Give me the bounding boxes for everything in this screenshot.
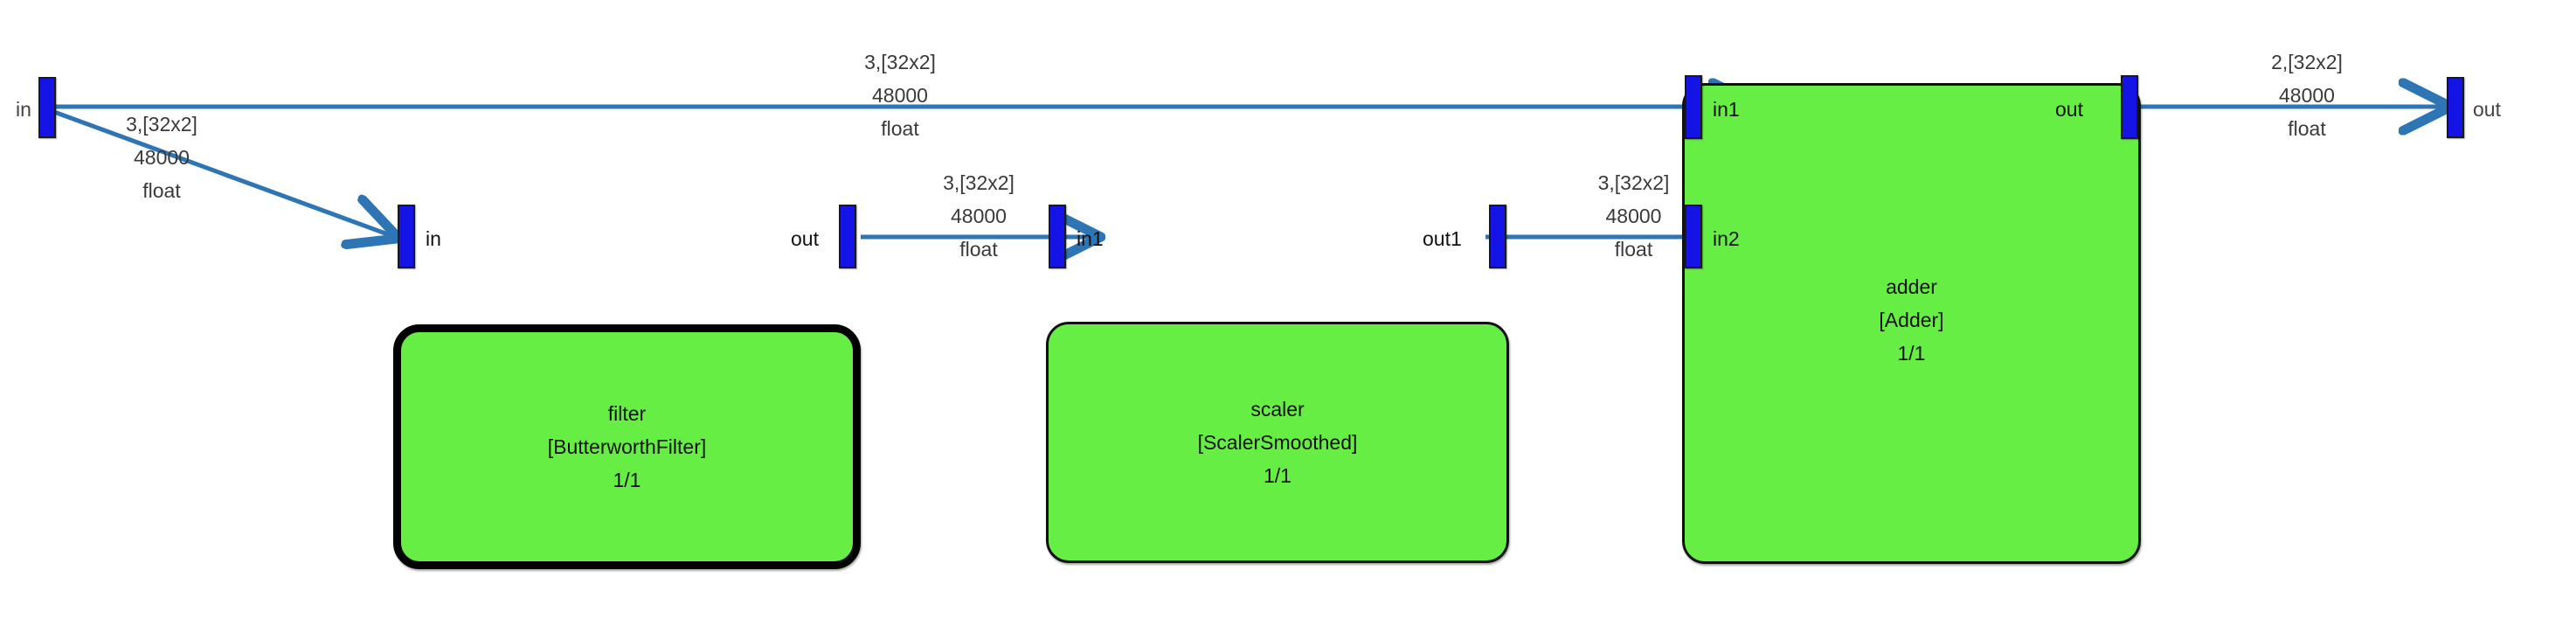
block-filter-rate: 1/1: [613, 469, 641, 491]
block-adder-in1-port[interactable]: [1685, 75, 1702, 139]
block-filter-text: filter [ButterworthFilter] 1/1: [548, 397, 707, 497]
source-port-label: in: [16, 98, 31, 121]
edge-vector: 3,[32x2]: [943, 171, 1014, 194]
block-filter-rect[interactable]: filter [ButterworthFilter] 1/1: [393, 324, 861, 569]
edge-rate: 48000: [872, 84, 928, 107]
block-filter-out-port[interactable]: [839, 205, 856, 268]
block-adder-in2-port[interactable]: [1685, 205, 1702, 268]
edge-rate: 48000: [951, 205, 1007, 227]
block-scaler-out1-label: out1: [1423, 227, 1462, 250]
sink-port-label: out: [2473, 98, 2501, 121]
block-filter-in-port[interactable]: [398, 205, 415, 268]
block-filter-type: [ButterworthFilter]: [547, 435, 707, 458]
block-adder-out-port[interactable]: [2121, 75, 2138, 139]
edge-vector: 3,[32x2]: [126, 113, 197, 136]
source-port-pad[interactable]: [38, 77, 56, 138]
block-adder-rate: 1/1: [1897, 342, 1926, 365]
block-adder-in2-label: in2: [1713, 227, 1740, 250]
block-scaler-text: scaler [ScalerSmoothed] 1/1: [1198, 393, 1358, 492]
block-scaler-name: scaler: [1250, 398, 1305, 421]
block-scaler-rect[interactable]: scaler [ScalerSmoothed] 1/1: [1046, 322, 1509, 563]
edge-dtype: float: [1614, 238, 1653, 261]
edge-vector: 3,[32x2]: [1597, 171, 1670, 194]
edge-vector: 3,[32x2]: [864, 51, 936, 73]
block-adder-name: adder: [1886, 275, 1937, 298]
block-adder-rect[interactable]: adder [Adder] 1/1: [1682, 83, 2141, 564]
edge-dtype: float: [959, 238, 998, 261]
edge-vector: 2,[32x2]: [2271, 51, 2343, 73]
edge-rate: 48000: [2279, 84, 2335, 107]
block-adder-in1-label: in1: [1713, 98, 1740, 121]
edge-dtype: float: [881, 117, 919, 140]
edge-label-in-to-filter-in: 3,[32x2] 48000 float: [70, 108, 253, 207]
block-adder-text: adder [Adder] 1/1: [1879, 270, 1943, 370]
edge-dtype: float: [2288, 117, 2326, 140]
block-adder-type: [Adder]: [1879, 309, 1944, 331]
block-adder-out-label: out: [2055, 98, 2083, 121]
edge-label-in-to-adder-in1: 3,[32x2] 48000 float: [786, 45, 1014, 145]
block-filter-name: filter: [607, 402, 647, 425]
edge-dtype: float: [142, 179, 181, 202]
edge-label-adder-to-out: 2,[32x2] 48000 float: [2193, 45, 2420, 145]
edge-label-filter-to-scaler: 3,[32x2] 48000 float: [861, 166, 1097, 266]
edge-label-scaler-to-adder: 3,[32x2] 48000 float: [1509, 166, 1758, 266]
edge-rate: 48000: [1605, 205, 1662, 227]
block-scaler-out1-port[interactable]: [1489, 205, 1506, 268]
edge-rate: 48000: [134, 146, 190, 169]
block-scaler-in1-port[interactable]: [1049, 205, 1066, 268]
block-scaler-in1-label: in1: [1077, 227, 1104, 250]
block-scaler-type: [ScalerSmoothed]: [1197, 431, 1358, 454]
block-filter-out-label: out: [791, 227, 819, 250]
wire-in-to-filter-in: [53, 109, 395, 237]
block-scaler-rate: 1/1: [1264, 464, 1291, 487]
sink-port-pad[interactable]: [2447, 77, 2464, 138]
block-filter-in-label: in: [426, 227, 441, 250]
